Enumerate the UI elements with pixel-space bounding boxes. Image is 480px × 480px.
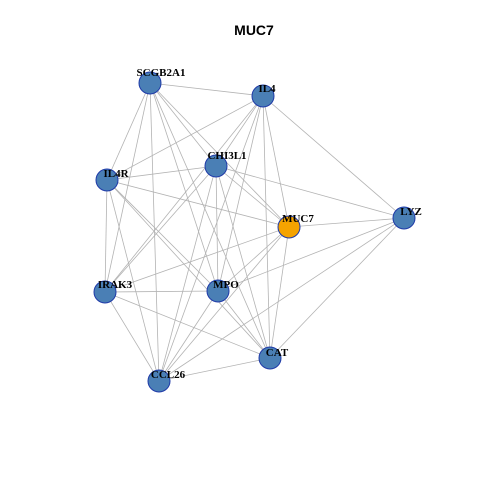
edge-mpo-ccl26 bbox=[158, 290, 219, 382]
node-muc7: MUC7 bbox=[277, 213, 314, 239]
node-label-irak3: IRAK3 bbox=[98, 279, 133, 291]
node-circle-cat bbox=[258, 346, 282, 370]
node-il4r: IL4R bbox=[95, 168, 130, 192]
edge-irak3-ccl26 bbox=[104, 291, 160, 382]
edge-muc7-ccl26 bbox=[158, 226, 290, 382]
edge-scgb2a1-cat bbox=[149, 82, 271, 359]
edge-chi3l1-cat bbox=[215, 165, 271, 359]
node-lyz: LYZ bbox=[392, 206, 422, 230]
node-il4: IL4 bbox=[251, 83, 276, 108]
node-irak3: IRAK3 bbox=[93, 279, 133, 304]
edge-chi3l1-muc7 bbox=[215, 165, 290, 228]
edge-il4-irak3 bbox=[104, 95, 264, 293]
node-mpo: MPO bbox=[206, 279, 239, 303]
edge-muc7-irak3 bbox=[104, 226, 290, 293]
node-circle-irak3 bbox=[93, 280, 117, 304]
edge-muc7-mpo bbox=[217, 226, 290, 292]
node-circle-mpo bbox=[206, 279, 230, 303]
edge-il4r-irak3 bbox=[104, 179, 108, 293]
node-label-mpo: MPO bbox=[213, 279, 239, 291]
edge-scgb2a1-il4r bbox=[106, 82, 151, 181]
edge-il4-mpo bbox=[217, 95, 264, 292]
node-label-scgb2a1: SCGB2A1 bbox=[137, 67, 186, 79]
edge-scgb2a1-il4 bbox=[149, 82, 264, 97]
node-label-cat: CAT bbox=[266, 347, 289, 359]
edge-lyz-mpo bbox=[217, 217, 405, 292]
node-cat: CAT bbox=[258, 346, 289, 370]
node-label-il4: IL4 bbox=[258, 83, 276, 95]
node-circle-muc7 bbox=[277, 215, 301, 239]
edge-chi3l1-lyz bbox=[215, 165, 405, 219]
edge-irak3-mpo bbox=[104, 290, 219, 293]
edge-lyz-ccl26 bbox=[158, 217, 405, 382]
node-label-chi3l1: CHI3L1 bbox=[207, 150, 246, 162]
node-label-il4r: IL4R bbox=[103, 168, 129, 180]
edge-il4-cat bbox=[262, 95, 271, 359]
node-label-muc7: MUC7 bbox=[282, 213, 314, 225]
graph-title: MUC7 bbox=[234, 22, 274, 38]
node-circle-scgb2a1 bbox=[138, 71, 162, 95]
edge-il4r-cat bbox=[106, 179, 271, 359]
node-label-lyz: LYZ bbox=[400, 206, 422, 218]
node-chi3l1: CHI3L1 bbox=[204, 150, 247, 178]
node-circle-il4r bbox=[95, 168, 119, 192]
edge-chi3l1-ccl26 bbox=[158, 165, 217, 382]
node-circle-chi3l1 bbox=[204, 154, 228, 178]
node-scgb2a1: SCGB2A1 bbox=[137, 67, 186, 95]
edge-il4-chi3l1 bbox=[215, 95, 264, 167]
edge-il4r-muc7 bbox=[106, 179, 290, 228]
edge-irak3-cat bbox=[104, 291, 271, 359]
edge-cat-ccl26 bbox=[158, 357, 271, 382]
edge-mpo-cat bbox=[217, 290, 271, 359]
edge-il4-muc7 bbox=[262, 95, 290, 228]
edge-scgb2a1-chi3l1 bbox=[149, 82, 217, 167]
edge-il4-ccl26 bbox=[158, 95, 264, 382]
edge-muc7-cat bbox=[269, 226, 290, 359]
edge-chi3l1-mpo bbox=[215, 165, 219, 292]
node-ccl26: CCL26 bbox=[147, 369, 186, 393]
node-circle-il4 bbox=[251, 84, 275, 108]
node-label-ccl26: CCL26 bbox=[151, 369, 186, 381]
edge-chi3l1-irak3 bbox=[104, 165, 217, 293]
edge-chi3l1-il4r bbox=[106, 165, 217, 181]
edge-muc7-lyz bbox=[288, 217, 405, 228]
edge-il4-il4r bbox=[106, 95, 264, 181]
node-circle-ccl26 bbox=[147, 369, 171, 393]
node-circle-lyz bbox=[392, 206, 416, 230]
edge-lyz-cat bbox=[269, 217, 405, 359]
edges-layer bbox=[104, 82, 405, 382]
edge-il4r-ccl26 bbox=[106, 179, 160, 382]
edge-il4-lyz bbox=[262, 95, 405, 219]
edge-scgb2a1-irak3 bbox=[104, 82, 151, 293]
edge-il4r-mpo bbox=[106, 179, 219, 292]
